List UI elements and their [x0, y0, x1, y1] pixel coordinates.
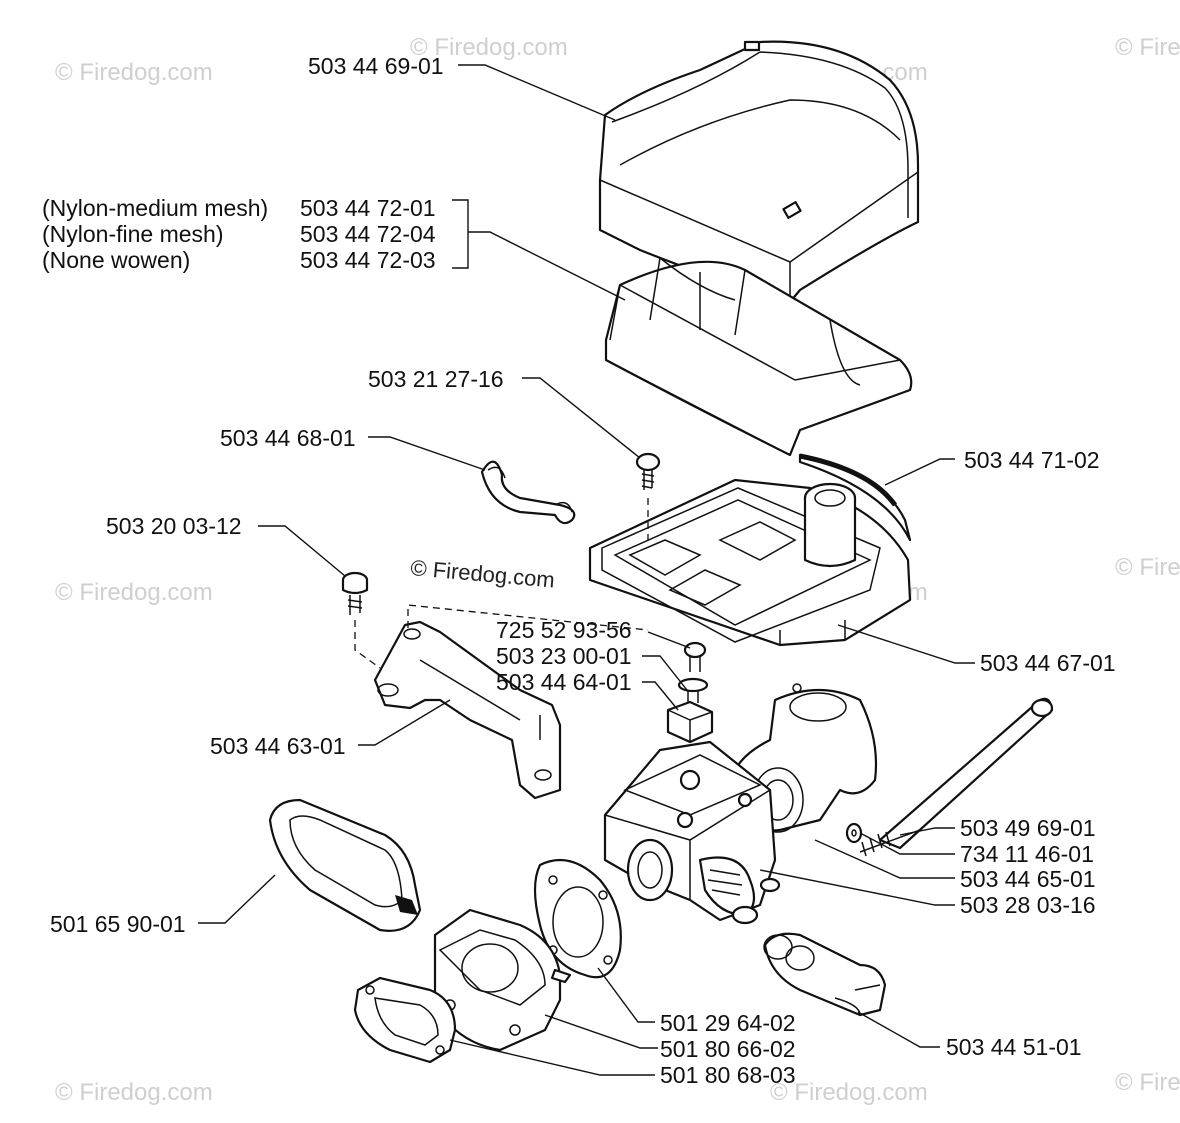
leader-lines [198, 64, 975, 1076]
label-seal-strip: 503 44 71-02 [964, 447, 1100, 473]
air-filter-part [604, 257, 913, 457]
washer-part [845, 822, 863, 844]
label-screw-mid: 725 52 93-56 [496, 617, 632, 643]
rubber-boot-part [268, 798, 422, 932]
intake-flange-part [433, 908, 572, 1052]
watermark-tile: © Firedog.com [770, 1079, 928, 1106]
screw-mid-part [677, 641, 709, 705]
watermark-tile: © Fire [1115, 554, 1180, 581]
watermark-tile: © Firedog.com [410, 34, 568, 61]
label-clamp: 503 44 64-01 [496, 669, 632, 695]
flat-gasket-part [353, 976, 457, 1064]
label-screw-top: 503 21 27-16 [368, 366, 504, 392]
watermark-tile: © Fire [1115, 1069, 1180, 1096]
label-washer-mid: 503 23 00-01 [496, 643, 632, 669]
label-screw-left: 503 20 03-12 [106, 513, 242, 539]
label-long-bolt: 503 49 69-01 [960, 815, 1096, 841]
label-gasket-flat: 501 80 68-03 [660, 1062, 796, 1088]
round-gasket-part [533, 858, 622, 979]
label-filter-medium: 503 44 72-01 [300, 195, 436, 221]
carburetor-part [603, 740, 781, 925]
label-elbow: 503 44 65-01 [960, 866, 1096, 892]
label-spring-clip: 503 44 68-01 [220, 425, 356, 451]
hose-part [763, 932, 887, 1017]
screw-top-part [635, 452, 661, 490]
label-filter-medium-desc: (Nylon-medium mesh) [42, 195, 268, 221]
clamp-part [666, 700, 714, 744]
label-washer-bolt: 734 11 46-01 [960, 841, 1094, 867]
seal-strip-part [798, 453, 912, 542]
spring-clip-part [480, 460, 576, 525]
label-filter-fine: 503 44 72-04 [300, 221, 436, 247]
part-labels: 503 44 69-01 (Nylon-medium mesh) 503 44 … [42, 53, 1116, 1088]
base-plate-part [588, 478, 912, 647]
label-filter-fine-desc: (Nylon-fine mesh) [42, 221, 224, 247]
label-filter-cover: 503 44 69-01 [308, 53, 444, 79]
label-carburetor: 503 28 03-16 [960, 892, 1096, 918]
label-filter-none: 503 44 72-03 [300, 247, 436, 273]
label-base-plate: 503 44 67-01 [980, 650, 1116, 676]
watermark-tile: © Firedog.com [55, 1079, 213, 1106]
bracket-part [373, 620, 562, 800]
watermark-tile: © Fire [1115, 34, 1180, 61]
label-filter-none-desc: (None wowen) [42, 247, 190, 273]
label-rubber-boot: 501 65 90-01 [50, 911, 186, 937]
label-hose: 503 44 51-01 [946, 1034, 1082, 1060]
label-intake-flange: 501 80 66-02 [660, 1036, 796, 1062]
watermark-tile: © Firedog.com [55, 579, 213, 606]
long-bolt-part [859, 697, 1054, 857]
label-gasket-round: 501 29 64-02 [660, 1010, 796, 1036]
watermark-tile: © Firedog.com [55, 59, 213, 86]
filter-cover-part [598, 40, 920, 304]
watermark-center: © Firedog.com [410, 555, 556, 593]
screw-left-part [341, 571, 369, 615]
label-bracket: 503 44 63-01 [210, 733, 346, 759]
